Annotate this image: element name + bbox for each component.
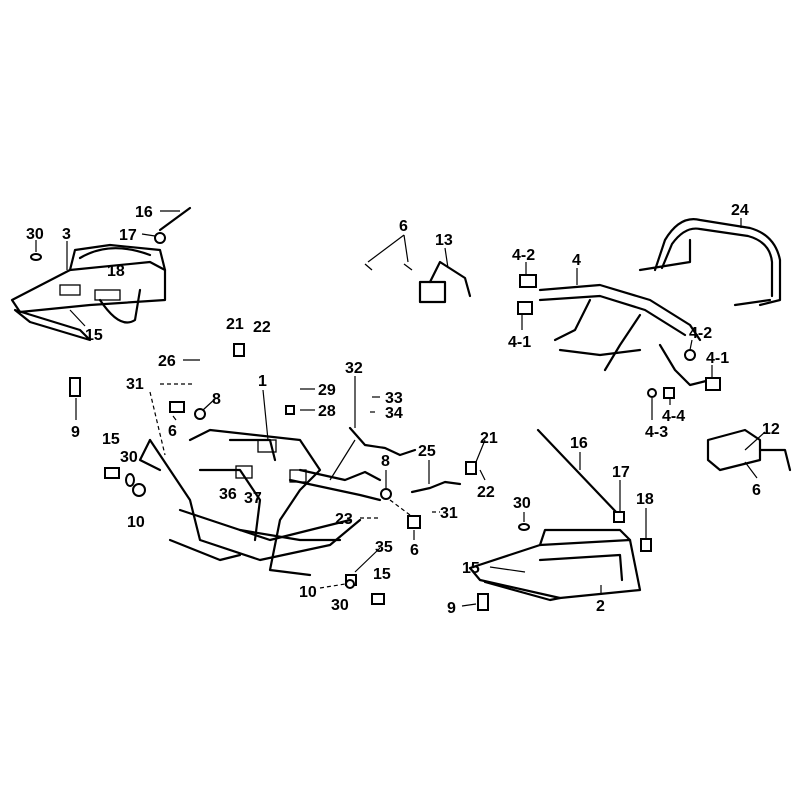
label-8: 8 — [212, 391, 221, 408]
label-30: 30 — [26, 226, 44, 243]
label-4-4: 4-4 — [662, 408, 685, 425]
part-bolt-6a — [169, 401, 185, 413]
part-washer-30d — [518, 523, 530, 531]
label-9: 9 — [71, 424, 80, 441]
label-4-2: 4-2 — [512, 247, 535, 264]
part-rod-16b — [536, 428, 619, 515]
part-washer-8b — [380, 488, 392, 500]
label-12: 12 — [762, 421, 780, 438]
label-4-3: 4-3 — [645, 424, 668, 441]
label-25: 25 — [418, 443, 436, 460]
part-rear-hoop-24 — [638, 218, 782, 307]
label-18: 18 — [107, 263, 125, 280]
part-bumper-4 — [517, 274, 721, 391]
label-28: 28 — [318, 403, 336, 420]
part-bracket-32 — [348, 426, 417, 457]
part-28 — [285, 405, 295, 415]
part-nut-10a — [132, 483, 146, 497]
label-32: 32 — [345, 360, 363, 377]
label-15: 15 — [462, 560, 480, 577]
part-bolt-6b — [407, 515, 421, 529]
part-21b — [465, 461, 477, 475]
part-bushing-18b — [640, 538, 652, 552]
part-nut-17b — [613, 511, 625, 523]
label-16: 16 — [135, 204, 153, 221]
label-3: 3 — [62, 226, 71, 243]
label-22: 22 — [253, 319, 271, 336]
label-1: 1 — [258, 373, 267, 390]
part-bolts-6 — [364, 263, 413, 271]
label-8: 8 — [381, 453, 390, 470]
label-2: 2 — [596, 598, 605, 615]
label-22: 22 — [477, 484, 495, 501]
label-16: 16 — [570, 435, 588, 452]
label-18: 18 — [636, 491, 654, 508]
label-4-2: 4-2 — [689, 325, 712, 342]
label-17: 17 — [612, 464, 630, 481]
label-15: 15 — [102, 431, 120, 448]
label-37: 37 — [244, 490, 262, 507]
label-9: 9 — [447, 600, 456, 617]
label-30: 30 — [513, 495, 531, 512]
label-34: 34 — [385, 405, 403, 422]
label-4-1: 4-1 — [706, 350, 729, 367]
part-bracket-25 — [410, 480, 462, 494]
label-15: 15 — [373, 566, 391, 583]
label-17: 17 — [119, 227, 137, 244]
label-6: 6 — [168, 423, 177, 440]
callout-labels: 16 17 30 3 18 15 9 21 22 26 31 1 8 6 29 … — [26, 202, 780, 617]
part-bolt-9b — [477, 593, 489, 611]
label-21: 21 — [480, 430, 498, 447]
part-front-carrier — [10, 243, 167, 342]
label-4: 4 — [572, 252, 581, 269]
label-15: 15 — [85, 327, 103, 344]
label-30: 30 — [120, 449, 138, 466]
label-6: 6 — [399, 218, 408, 235]
label-21: 21 — [226, 316, 244, 333]
label-10: 10 — [127, 514, 145, 531]
part-nut-17a — [154, 232, 166, 244]
part-washer-30a — [30, 253, 42, 261]
leader-lines — [35, 210, 766, 607]
label-10: 10 — [299, 584, 317, 601]
label-31: 31 — [126, 376, 144, 393]
part-nut-4-3 — [647, 388, 657, 398]
part-washer-4-4 — [663, 387, 675, 399]
part-plate-12 — [706, 428, 792, 472]
part-rod-16a — [158, 206, 192, 232]
label-24: 24 — [731, 202, 749, 219]
label-6: 6 — [752, 482, 761, 499]
label-6: 6 — [410, 542, 419, 559]
label-36: 36 — [219, 486, 237, 503]
part-rear-carrier-2 — [468, 528, 642, 602]
part-washer-8a — [194, 408, 206, 420]
label-33: 33 — [385, 390, 403, 407]
label-35: 35 — [375, 539, 393, 556]
part-bolt-15c — [371, 593, 385, 605]
part-nut-10b — [345, 579, 355, 589]
part-bolt-15b — [104, 467, 120, 479]
part-washer-30b — [125, 473, 135, 487]
part-bracket-13 — [418, 260, 472, 304]
part-main-frame — [138, 428, 382, 577]
label-26: 26 — [158, 353, 176, 370]
part-bolt-9a — [69, 377, 81, 397]
label-4-1: 4-1 — [508, 334, 531, 351]
label-31: 31 — [440, 505, 458, 522]
label-13: 13 — [435, 232, 453, 249]
part-21a — [233, 343, 245, 357]
label-30: 30 — [331, 597, 349, 614]
label-29: 29 — [318, 382, 336, 399]
label-23: 23 — [335, 511, 353, 528]
